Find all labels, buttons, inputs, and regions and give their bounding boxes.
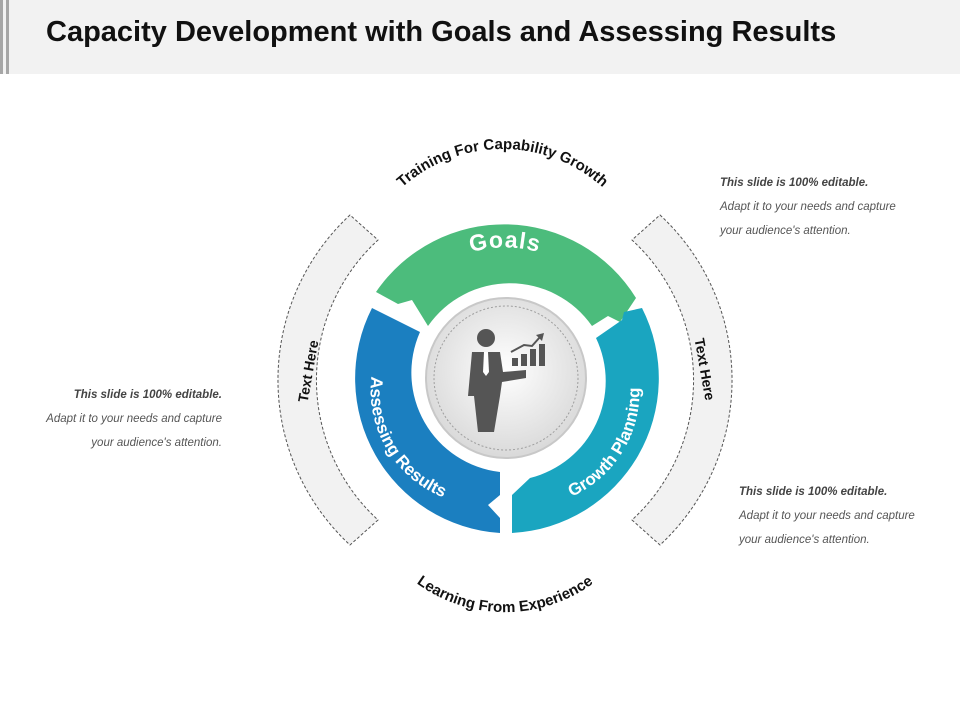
note-bottom-right-line2: your audience's attention. [739, 534, 870, 546]
svg-text:Training For Capability Growth: Training For Capability Growth [394, 136, 611, 191]
note-top-right-line2: your audience's attention. [720, 225, 851, 237]
right-band [631, 214, 733, 546]
title-bar: Capacity Development with Goals and Asse… [0, 0, 960, 74]
note-bottom-right: This slide is 100% editable. Adapt it to… [739, 480, 960, 552]
note-left: This slide is 100% editable. Adapt it to… [0, 383, 222, 455]
bottom-outer-label: Learning From Experience [414, 572, 596, 616]
goals-segment [376, 224, 636, 326]
note-left-line1: Adapt it to your needs and capture [46, 413, 222, 425]
businessman-growth-chart-icon [468, 329, 545, 432]
note-left-line2: your audience's attention. [91, 437, 222, 449]
assessing-results-segment [355, 308, 500, 533]
note-bottom-right-heading: This slide is 100% editable. [739, 486, 888, 498]
title-accent [0, 0, 14, 74]
growth-planning-segment [512, 308, 659, 533]
page-title: Capacity Development with Goals and Asse… [46, 16, 837, 48]
svg-text:Learning From Experience: Learning From Experience [414, 572, 596, 616]
note-top-right-heading: This slide is 100% editable. [720, 177, 869, 189]
note-bottom-right-line1: Adapt it to your needs and capture [739, 510, 915, 522]
left-band [277, 214, 379, 546]
note-left-heading: This slide is 100% editable. [73, 389, 222, 401]
top-outer-label: Training For Capability Growth [394, 136, 611, 191]
note-top-right: This slide is 100% editable. Adapt it to… [720, 171, 960, 243]
note-top-right-line1: Adapt it to your needs and capture [720, 201, 896, 213]
